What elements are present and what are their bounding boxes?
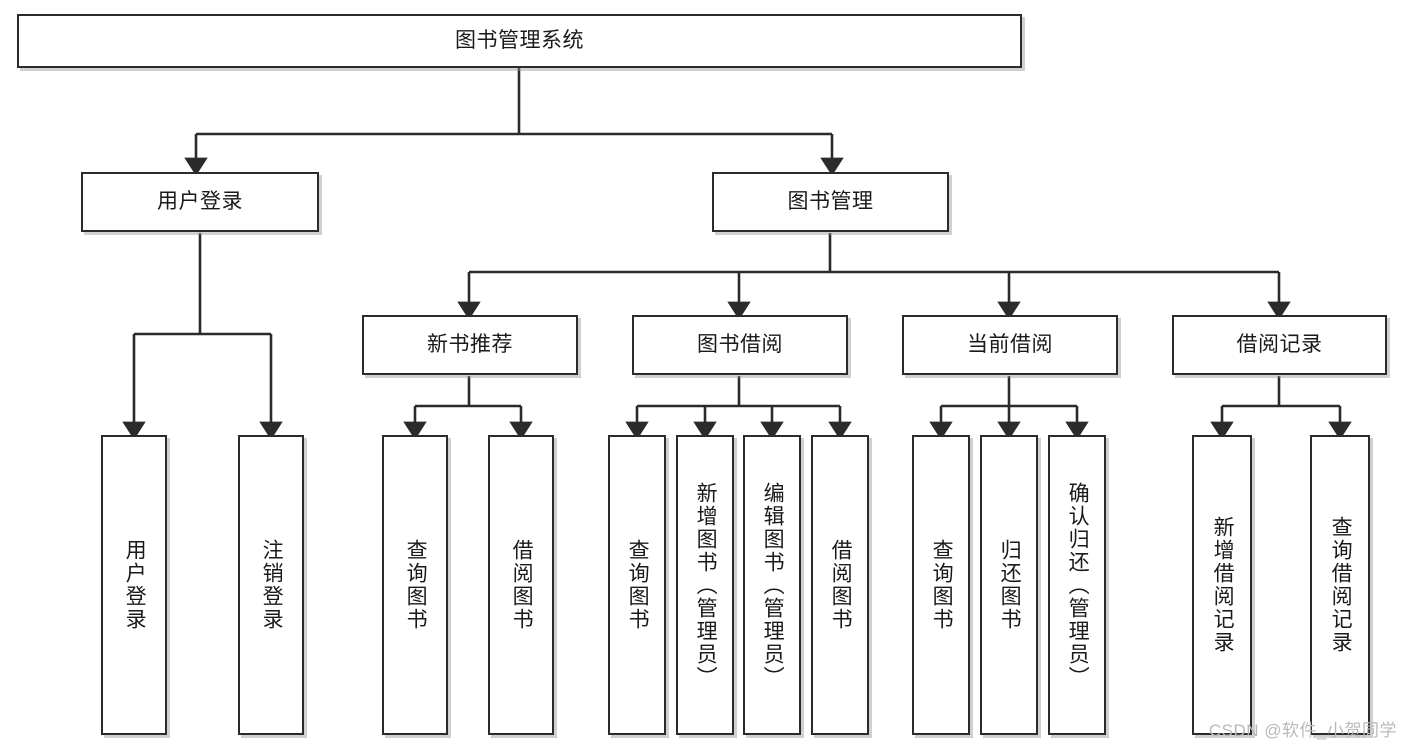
leaf-current-borrow-3[interactable]: 确认归还（管理员） (1048, 435, 1106, 735)
node-user-login[interactable]: 用户登录 (81, 172, 319, 232)
leaf-book-borrow-4[interactable]: 借阅图书 (811, 435, 869, 735)
node-book-borrow-label: 图书借阅 (697, 333, 783, 357)
leaf-borrow-record-1-label: 新增借阅记录 (1211, 516, 1235, 654)
leaf-book-borrow-2[interactable]: 新增图书（管理员） (676, 435, 734, 735)
leaf-borrow-record-1[interactable]: 新增借阅记录 (1192, 435, 1252, 735)
leaf-new-book-2-label: 借阅图书 (510, 539, 534, 631)
leaf-book-borrow-4-label: 借阅图书 (829, 539, 853, 631)
node-root[interactable]: 图书管理系统 (17, 14, 1022, 68)
leaf-book-borrow-3-label: 编辑图书（管理员） (761, 481, 785, 689)
node-new-book-recommend[interactable]: 新书推荐 (362, 315, 578, 375)
node-book-borrow[interactable]: 图书借阅 (632, 315, 848, 375)
leaf-book-borrow-1-label: 查询图书 (626, 539, 650, 631)
node-root-label: 图书管理系统 (455, 29, 584, 53)
node-borrow-record[interactable]: 借阅记录 (1172, 315, 1387, 375)
leaf-user-login-2-label: 注销登录 (260, 539, 284, 631)
node-borrow-record-label: 借阅记录 (1236, 333, 1323, 357)
leaf-current-borrow-2-label: 归还图书 (998, 539, 1022, 631)
leaf-current-borrow-3-label: 确认归还（管理员） (1066, 481, 1090, 689)
leaf-current-borrow-1-label: 查询图书 (930, 539, 954, 631)
leaf-new-book-2[interactable]: 借阅图书 (488, 435, 554, 735)
leaf-current-borrow-2[interactable]: 归还图书 (980, 435, 1038, 735)
leaf-book-borrow-3[interactable]: 编辑图书（管理员） (743, 435, 801, 735)
leaf-user-login-1-label: 用户登录 (123, 539, 147, 631)
node-new-book-recommend-label: 新书推荐 (427, 333, 513, 357)
leaf-new-book-1[interactable]: 查询图书 (382, 435, 448, 735)
watermark: CSDN @软件_小贺同学 (1208, 721, 1397, 740)
node-current-borrow-label: 当前借阅 (967, 333, 1053, 357)
leaf-book-borrow-2-label: 新增图书（管理员） (694, 481, 718, 689)
leaf-user-login-2[interactable]: 注销登录 (238, 435, 304, 735)
leaf-current-borrow-1[interactable]: 查询图书 (912, 435, 970, 735)
node-user-login-label: 用户登录 (157, 190, 243, 214)
leaf-borrow-record-2-label: 查询借阅记录 (1329, 516, 1353, 654)
leaf-new-book-1-label: 查询图书 (404, 539, 428, 631)
leaf-user-login-1[interactable]: 用户登录 (101, 435, 167, 735)
leaf-borrow-record-2[interactable]: 查询借阅记录 (1310, 435, 1370, 735)
node-book-management-label: 图书管理 (787, 190, 874, 214)
node-current-borrow[interactable]: 当前借阅 (902, 315, 1118, 375)
leaf-book-borrow-1[interactable]: 查询图书 (608, 435, 666, 735)
node-book-management[interactable]: 图书管理 (712, 172, 949, 232)
